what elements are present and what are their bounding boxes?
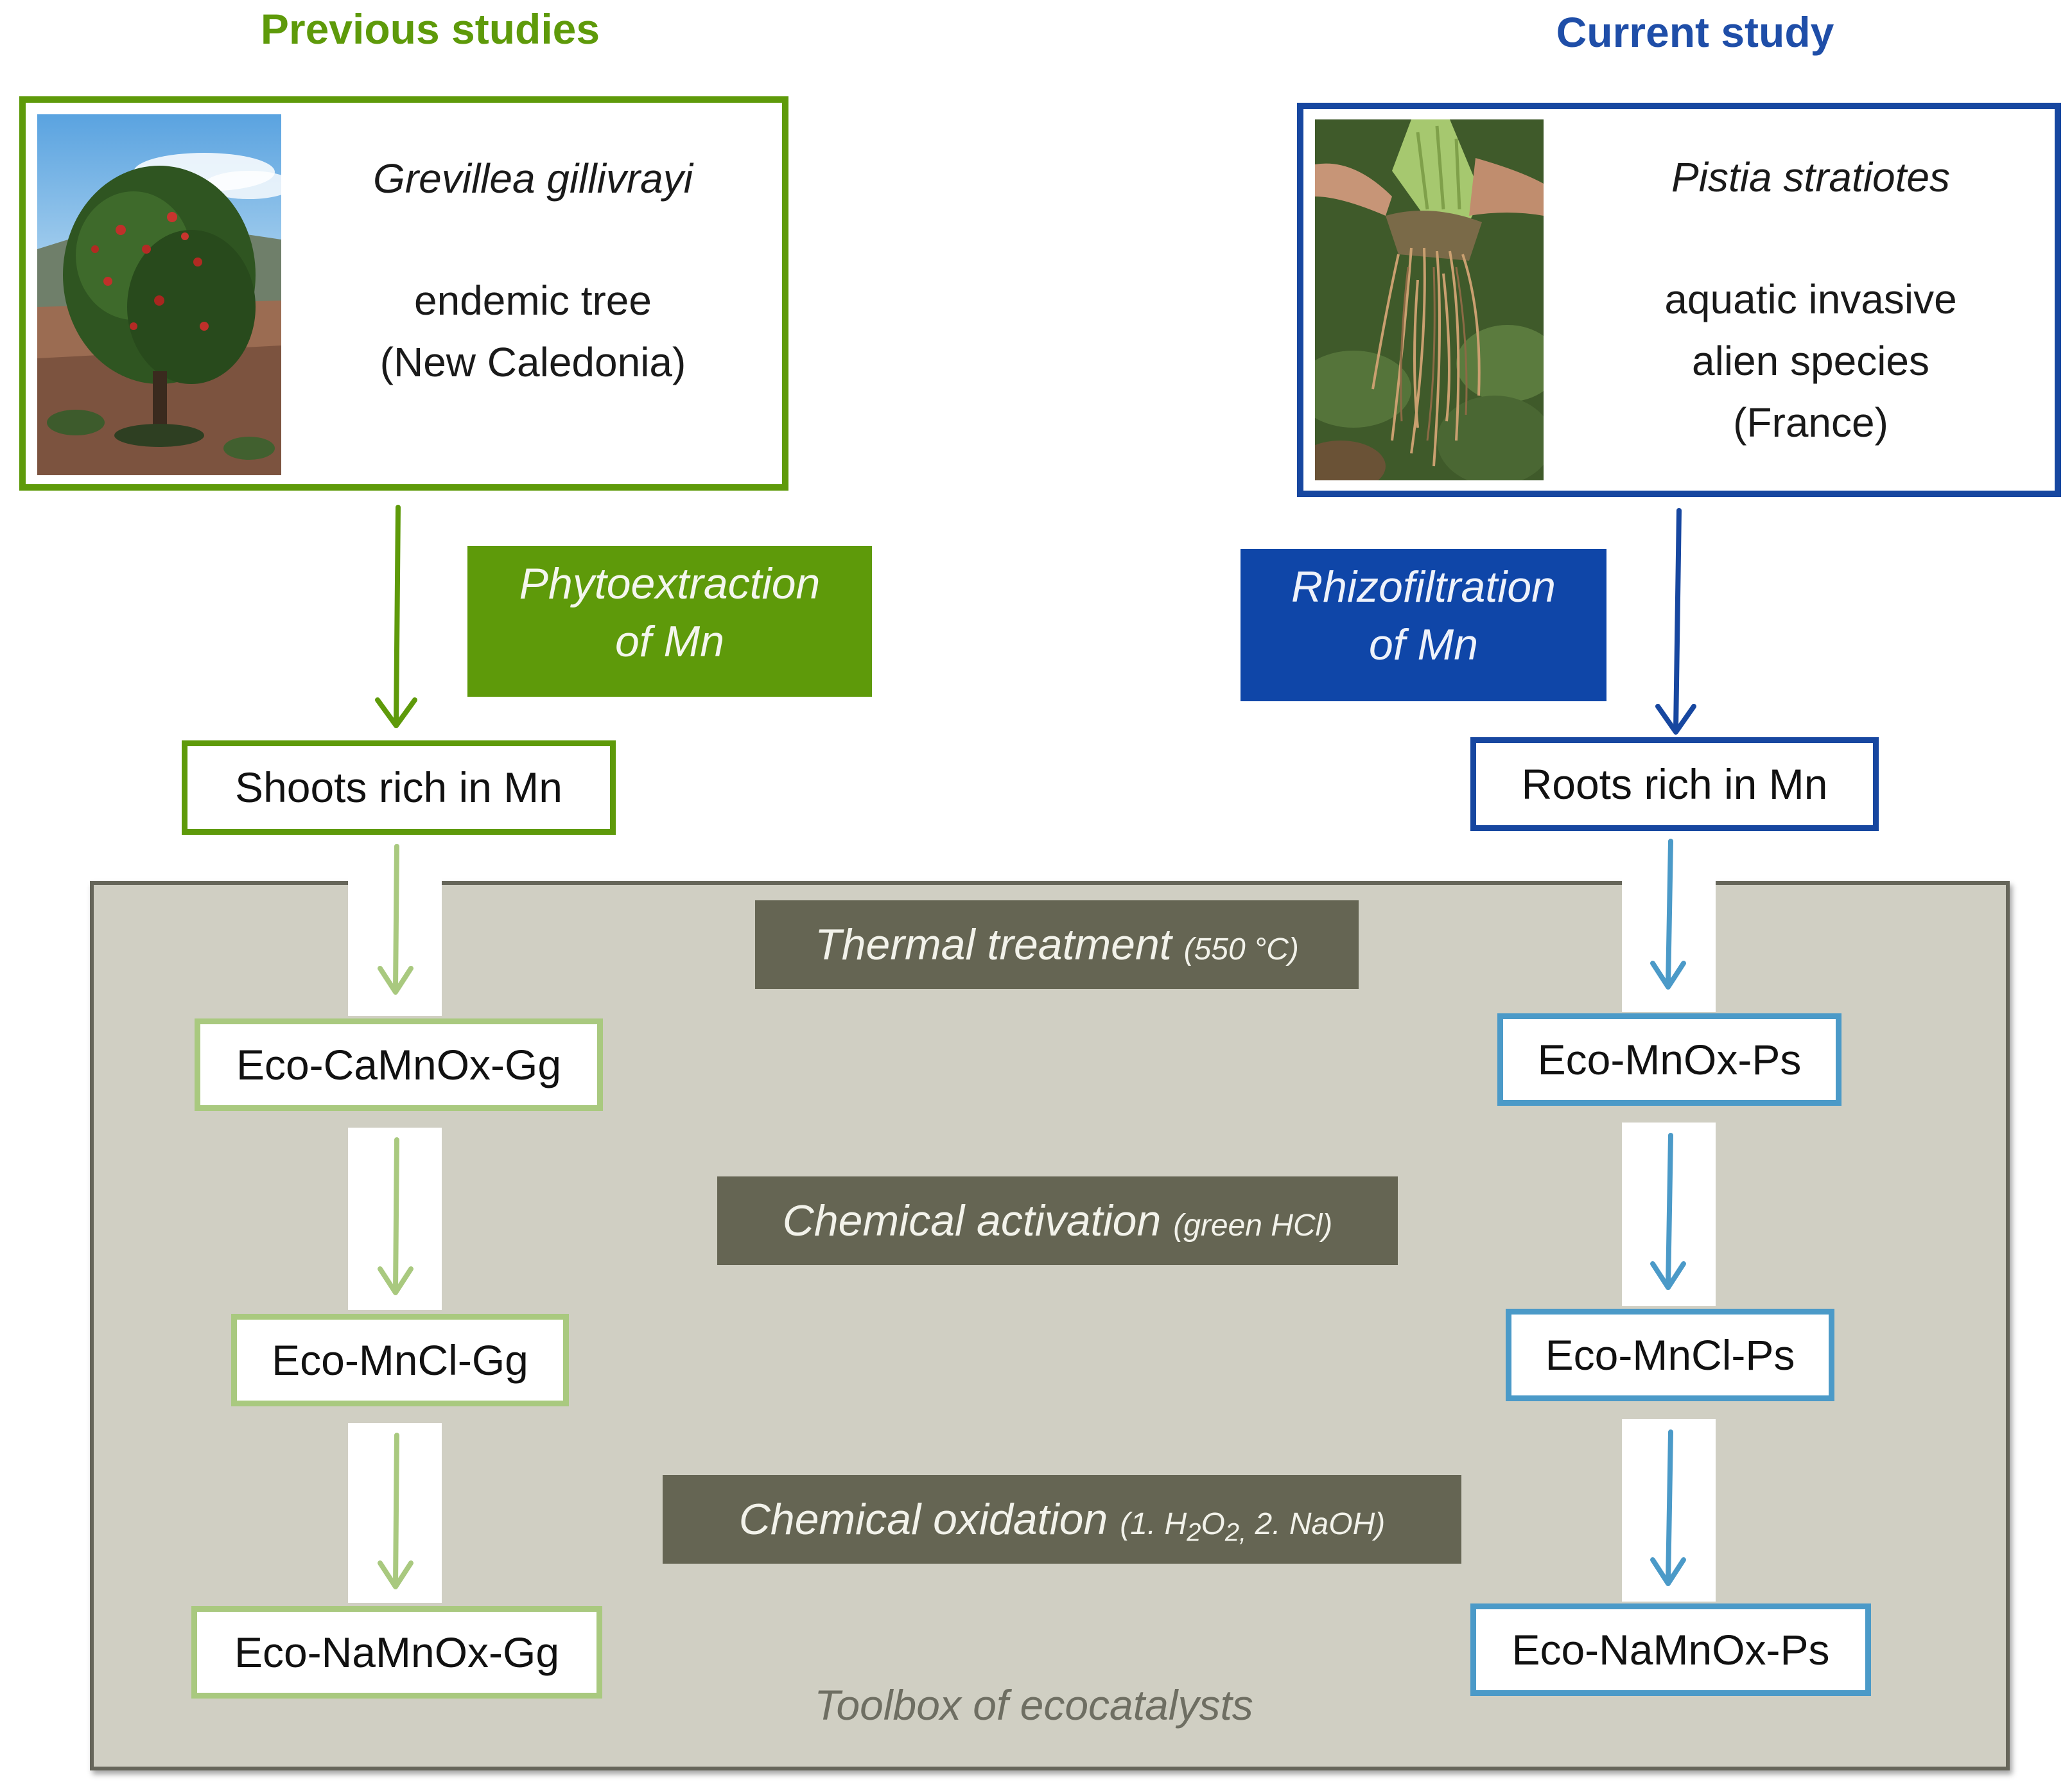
current-study-header: Current study xyxy=(1556,8,1834,56)
roots-rich-in-mn-box: Roots rich in Mn xyxy=(1470,737,1879,831)
arrow-mncl-to-namnox-ps xyxy=(1650,1429,1686,1586)
oxidation-sub-a: 2 xyxy=(1187,1518,1201,1547)
previous-studies-header: Previous studies xyxy=(260,5,600,53)
phytoextraction-line-1: Phytoextraction xyxy=(519,559,821,608)
rhizofiltration-label: Rhizofiltration of Mn xyxy=(1241,549,1606,701)
arrow-shoots-to-camnox xyxy=(378,844,414,995)
thermal-treatment-text: Thermal treatment xyxy=(815,920,1172,969)
arrow-mncl-to-namnox-gg xyxy=(378,1433,414,1589)
pistia-roots-photo xyxy=(1315,119,1544,480)
toolbox-label: Toolbox of ecocatalysts xyxy=(814,1681,1253,1729)
pistia-desc-line-3: (France) xyxy=(1733,399,1888,446)
shoots-rich-in-mn-box: Shoots rich in Mn xyxy=(182,740,616,835)
oxidation-detail-c: 2. NaOH) xyxy=(1246,1507,1386,1541)
oxidation-detail-a: (1. H xyxy=(1120,1507,1187,1541)
pistia-panel: Pistia stratiotes aquatic invasive alien… xyxy=(1297,103,2061,497)
grevillea-species-name: Grevillea gillivrayi xyxy=(373,155,693,202)
phytoextraction-line-2: of Mn xyxy=(614,617,725,666)
thermal-treatment-detail: (550 °C) xyxy=(1183,932,1299,966)
arrow-roots-to-mnox-ps xyxy=(1650,839,1686,990)
grevillea-description: Grevillea gillivrayi endemic tree (New C… xyxy=(308,148,758,393)
pistia-desc-line-1: aquatic invasive xyxy=(1664,276,1957,322)
eco-mnox-ps-box: Eco-MnOx-Ps xyxy=(1497,1013,1841,1106)
grevillea-tree-photo xyxy=(37,114,281,475)
eco-mncl-gg-box: Eco-MnCl-Gg xyxy=(231,1314,569,1406)
oxidation-detail-b: O xyxy=(1201,1507,1225,1541)
chemical-oxidation-detail: (1. H2O2, 2. NaOH) xyxy=(1120,1507,1386,1547)
grevillea-desc-line-1: endemic tree xyxy=(414,277,652,324)
arrow-mnox-to-mncl-ps xyxy=(1650,1133,1686,1290)
chemical-activation-step: Chemical activation (green HCl) xyxy=(717,1176,1398,1265)
pistia-description: Pistia stratiotes aquatic invasive alien… xyxy=(1580,146,2042,453)
arrow-pistia-to-roots xyxy=(1655,508,1696,735)
rhizofiltration-line-1: Rhizofiltration xyxy=(1291,563,1556,611)
eco-camnox-gg-box: Eco-CaMnOx-Gg xyxy=(195,1018,603,1111)
phytoextraction-label: Phytoextraction of Mn xyxy=(467,546,872,697)
thermal-treatment-step: Thermal treatment (550 °C) xyxy=(755,900,1359,989)
oxidation-sub-b: 2, xyxy=(1224,1518,1247,1547)
eco-mncl-ps-box: Eco-MnCl-Ps xyxy=(1506,1309,1834,1401)
arrow-camnox-to-mncl-gg xyxy=(378,1137,414,1295)
pistia-desc-line-2: alien species xyxy=(1692,338,1929,384)
arrow-grevillea-to-shoots xyxy=(375,505,417,728)
eco-namnox-ps-box: Eco-NaMnOx-Ps xyxy=(1470,1603,1871,1696)
chemical-activation-text: Chemical activation xyxy=(782,1196,1162,1245)
chemical-activation-detail: (green HCl) xyxy=(1173,1209,1333,1243)
pistia-species-name: Pistia stratiotes xyxy=(1671,154,1950,200)
eco-namnox-gg-box: Eco-NaMnOx-Gg xyxy=(191,1606,602,1699)
chemical-oxidation-text: Chemical oxidation xyxy=(738,1495,1108,1544)
grevillea-panel: Grevillea gillivrayi endemic tree (New C… xyxy=(19,96,788,491)
rhizofiltration-line-2: of Mn xyxy=(1368,620,1479,669)
chemical-oxidation-step: Chemical oxidation (1. H2O2, 2. NaOH) xyxy=(663,1475,1461,1564)
grevillea-desc-line-2: (New Caledonia) xyxy=(379,339,686,385)
